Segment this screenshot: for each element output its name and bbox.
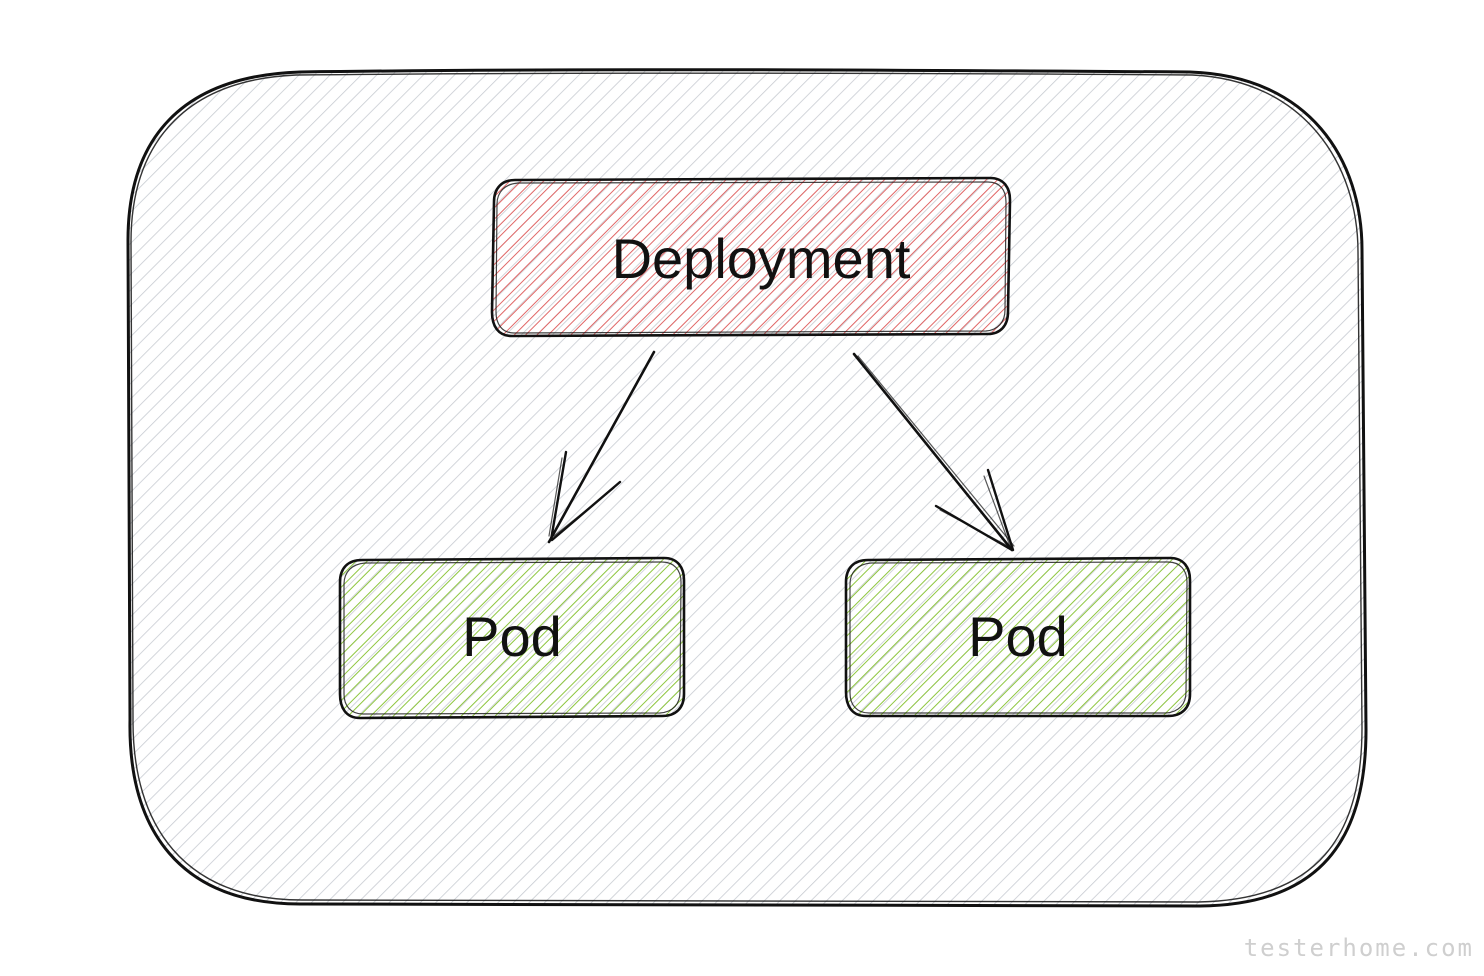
watermark-text: testerhome.com xyxy=(1243,934,1474,962)
pod-left-node: Pod xyxy=(338,556,686,720)
arrow-deployment-to-pod-left xyxy=(547,350,656,544)
pod-right-node: Pod xyxy=(844,556,1192,718)
deployment-node: Deployment xyxy=(490,176,1012,338)
arrow-deployment-to-pod-right xyxy=(852,352,1015,552)
pod-right-label: Pod xyxy=(968,605,1068,668)
deployment-label: Deployment xyxy=(612,227,911,290)
pod-left-label: Pod xyxy=(462,605,562,668)
